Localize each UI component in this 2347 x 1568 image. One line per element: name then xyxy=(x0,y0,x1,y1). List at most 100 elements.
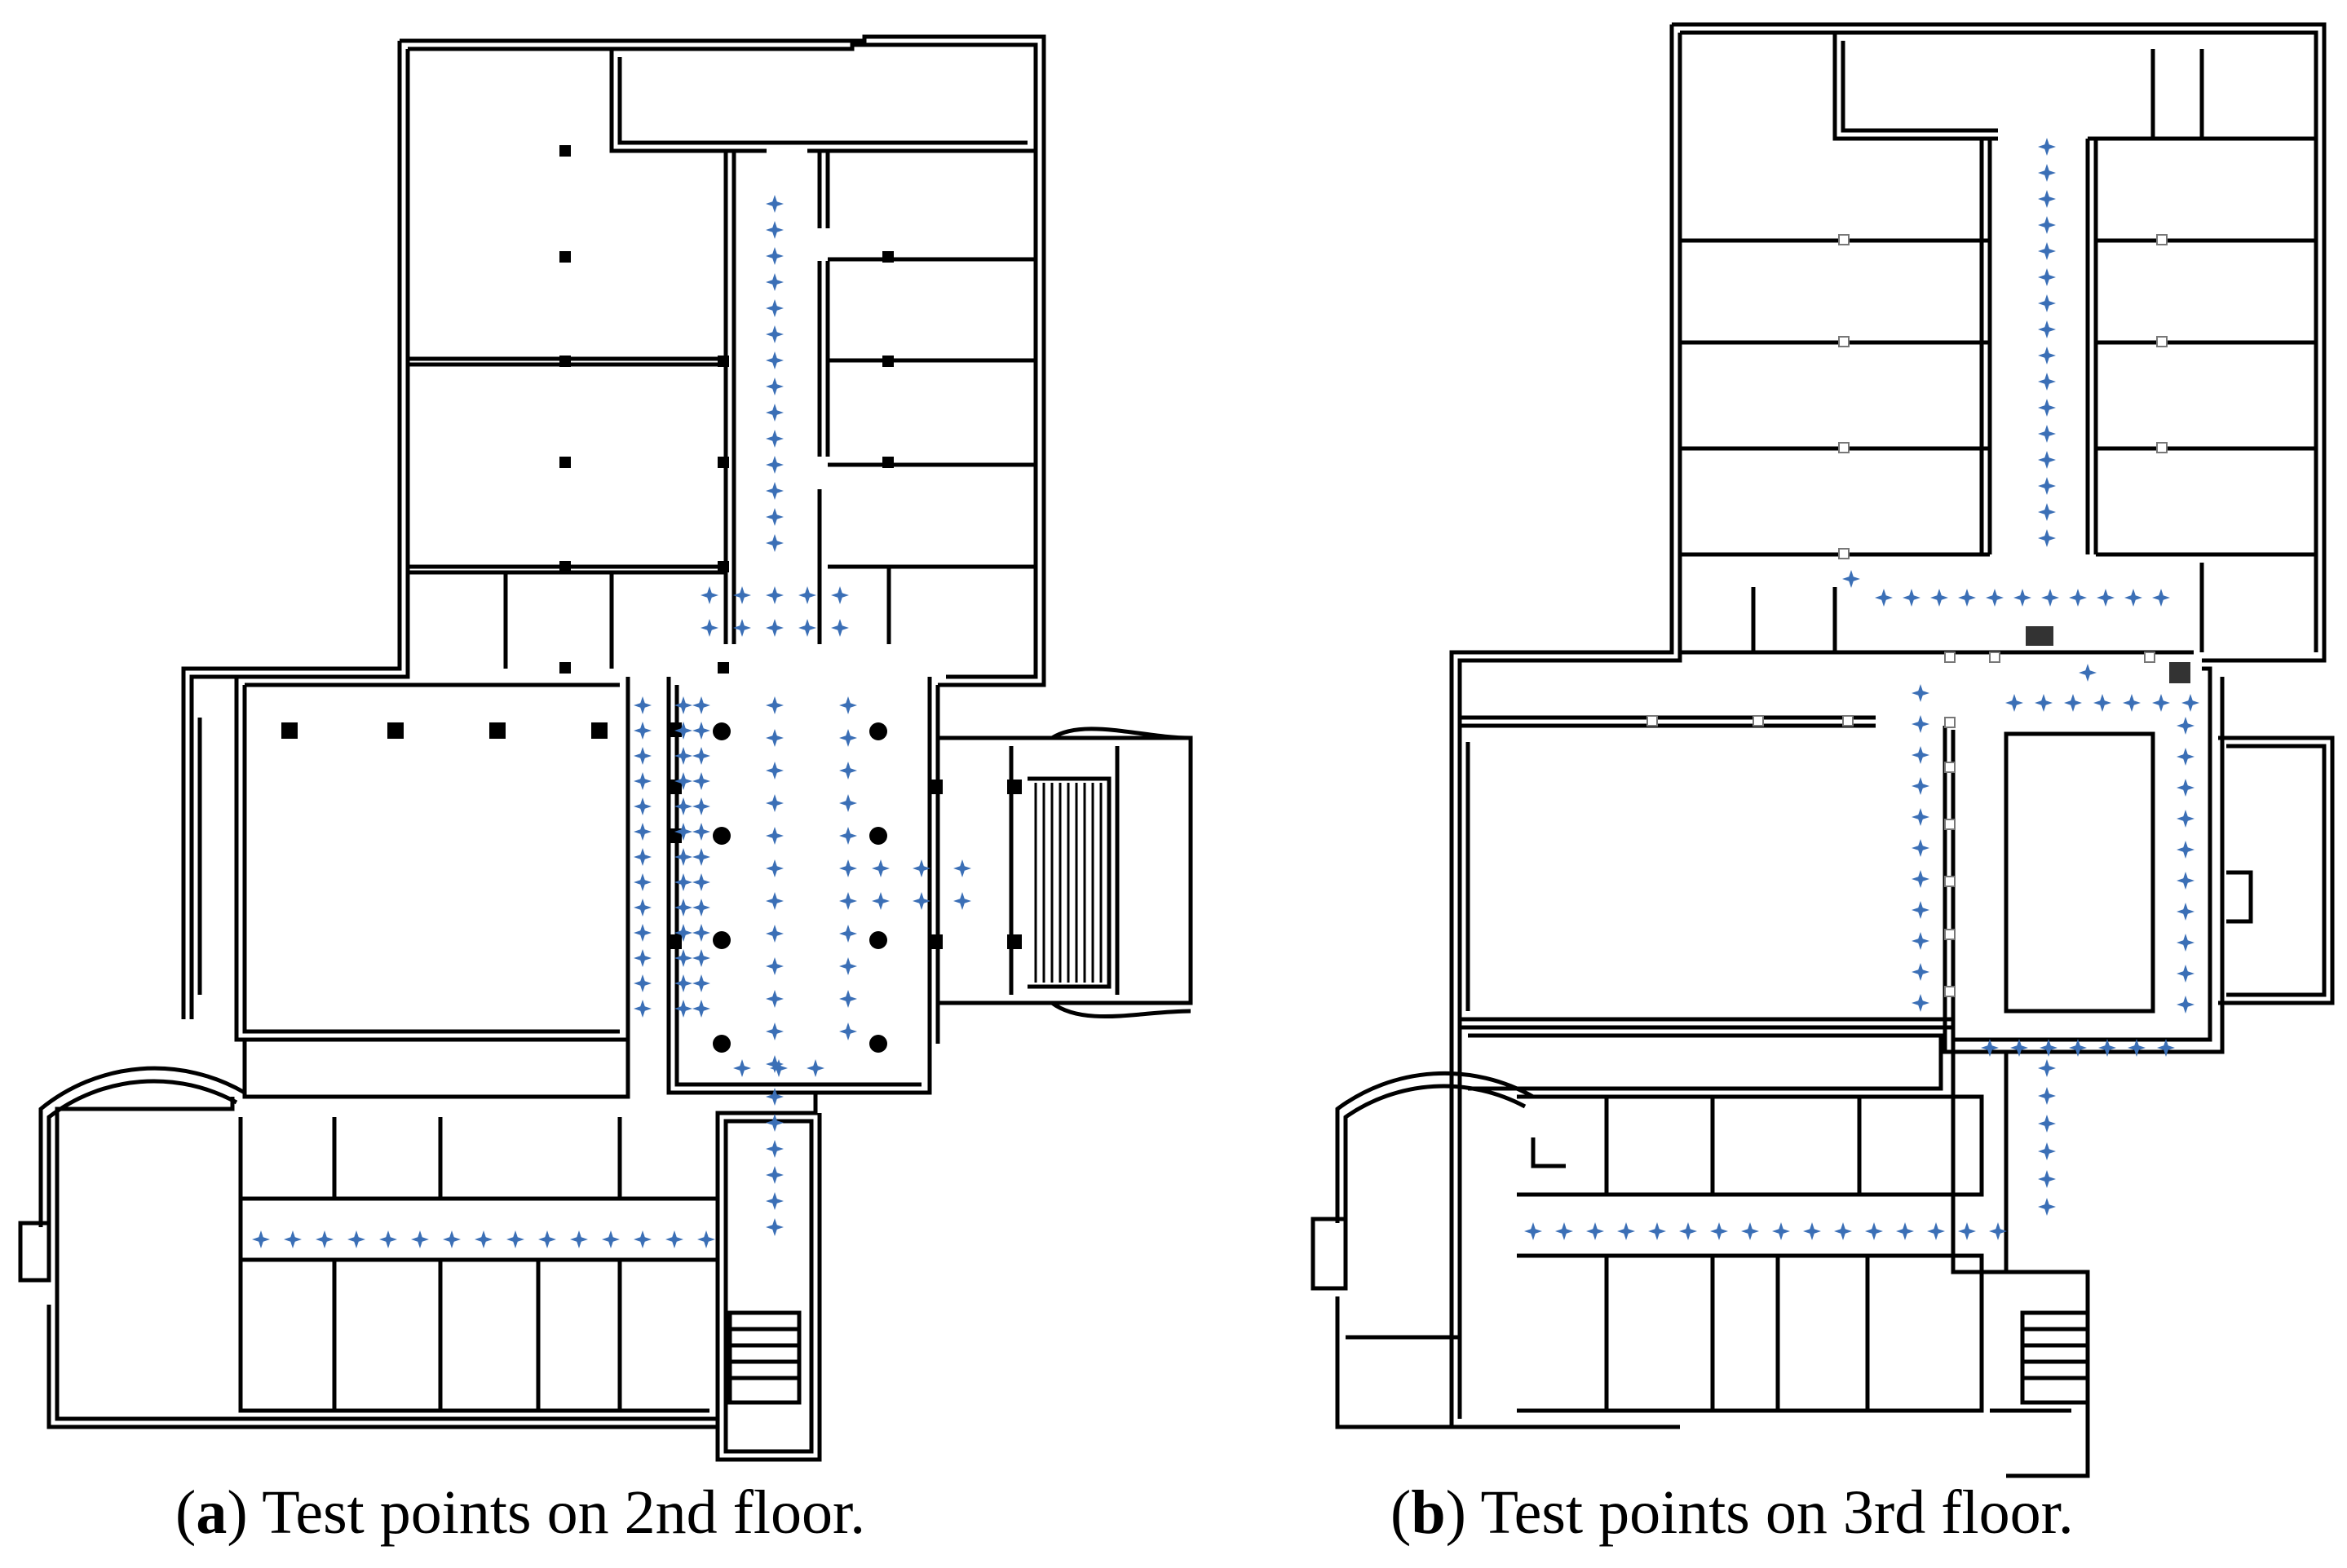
test-point-icon xyxy=(2038,1115,2056,1133)
test-point-icon xyxy=(1834,1222,1852,1240)
test-point-icon xyxy=(692,873,710,891)
test-point-icon xyxy=(692,722,710,740)
test-point-icon xyxy=(692,797,710,815)
test-point-icon xyxy=(570,1230,588,1248)
test-point-icon xyxy=(766,404,784,422)
test-point-icon xyxy=(2038,320,2056,338)
test-point-icon xyxy=(2093,694,2111,712)
test-point-icon xyxy=(2038,477,2056,495)
test-point-icon xyxy=(839,794,857,812)
test-point-icon xyxy=(2177,779,2195,797)
test-point-icon xyxy=(1912,963,1929,981)
test-point-icon xyxy=(2038,1087,2056,1105)
floor-plan-3rd xyxy=(1311,22,2335,1478)
test-point-icon xyxy=(2038,294,2056,312)
test-point-icon xyxy=(1865,1222,1883,1240)
test-points-3rd-floor xyxy=(1524,138,2199,1240)
test-point-icon xyxy=(2038,1142,2056,1160)
test-point-icon xyxy=(1679,1222,1697,1240)
test-point-icon xyxy=(284,1230,302,1248)
test-point-icon xyxy=(766,619,784,637)
test-point-icon xyxy=(839,957,857,975)
test-point-icon xyxy=(2041,589,2059,607)
test-point-icon xyxy=(634,899,652,917)
caption-3rd-floor: (b) Test points on 3rd floor. xyxy=(1390,1478,2074,1547)
test-point-icon xyxy=(766,892,784,910)
test-point-icon xyxy=(2177,841,2195,859)
test-point-icon xyxy=(701,586,718,604)
test-point-icon xyxy=(1912,839,1929,857)
test-point-icon xyxy=(766,1140,784,1158)
test-point-icon xyxy=(692,974,710,992)
test-point-icon xyxy=(766,1166,784,1184)
test-point-icon xyxy=(1912,746,1929,764)
test-point-icon xyxy=(665,1230,683,1248)
test-point-icon xyxy=(1912,777,1929,795)
test-point-icon xyxy=(1958,1222,1976,1240)
test-point-icon xyxy=(2097,589,2115,607)
test-point-icon xyxy=(1986,589,2004,607)
test-point-icon xyxy=(2038,425,2056,443)
test-point-icon xyxy=(831,586,849,604)
caption-text: Test points on 3rd floor. xyxy=(1480,1478,2074,1547)
test-point-icon xyxy=(347,1230,365,1248)
test-point-icon xyxy=(1927,1222,1945,1240)
caption-text: Test points on 2nd floor. xyxy=(262,1478,866,1547)
test-point-icon xyxy=(2038,1059,2056,1077)
test-point-icon xyxy=(2038,451,2056,469)
test-point-icon xyxy=(766,990,784,1008)
test-point-icon xyxy=(2038,190,2056,208)
test-point-icon xyxy=(766,325,784,343)
test-point-icon xyxy=(766,456,784,474)
test-point-icon xyxy=(953,892,971,910)
test-point-icon xyxy=(766,534,784,552)
test-point-icon xyxy=(1912,994,1929,1012)
test-point-icon xyxy=(1842,570,1860,588)
test-point-icon xyxy=(2038,347,2056,364)
test-point-icon xyxy=(692,696,710,714)
test-point-icon xyxy=(766,1192,784,1210)
test-point-icon xyxy=(2035,694,2053,712)
test-point-icon xyxy=(2013,589,2031,607)
test-point-icon xyxy=(692,823,710,841)
test-point-icon xyxy=(634,924,652,942)
test-point-icon xyxy=(602,1230,620,1248)
test-point-icon xyxy=(316,1230,334,1248)
test-point-icon xyxy=(634,772,652,790)
test-point-icon xyxy=(766,482,784,500)
test-point-icon xyxy=(798,586,816,604)
test-point-icon xyxy=(766,827,784,845)
test-point-icon xyxy=(2038,216,2056,234)
test-point-icon xyxy=(692,848,710,866)
test-point-icon xyxy=(1524,1222,1542,1240)
test-point-icon xyxy=(766,762,784,780)
test-point-icon xyxy=(766,221,784,239)
test-point-icon xyxy=(634,823,652,841)
test-point-icon xyxy=(634,974,652,992)
test-point-icon xyxy=(807,1059,824,1077)
test-point-icon xyxy=(1586,1222,1604,1240)
test-point-icon xyxy=(1930,589,1948,607)
test-point-icon xyxy=(1912,870,1929,888)
test-point-icon xyxy=(2152,589,2170,607)
test-point-icon xyxy=(2152,694,2170,712)
caption-letter: a xyxy=(196,1478,228,1547)
test-point-icon xyxy=(766,696,784,714)
test-point-icon xyxy=(379,1230,397,1248)
test-point-icon xyxy=(798,619,816,637)
test-point-icon xyxy=(839,827,857,845)
test-point-icon xyxy=(692,747,710,765)
test-point-icon xyxy=(692,772,710,790)
test-point-icon xyxy=(634,747,652,765)
test-point-icon xyxy=(2038,1198,2056,1216)
test-point-icon xyxy=(766,430,784,448)
test-point-icon xyxy=(2038,164,2056,182)
test-point-icon xyxy=(766,586,784,604)
test-point-icon xyxy=(1958,589,1976,607)
test-point-icon xyxy=(839,762,857,780)
test-point-icon xyxy=(1912,684,1929,702)
test-point-icon xyxy=(2123,694,2141,712)
test-point-icon xyxy=(634,797,652,815)
test-point-icon xyxy=(766,247,784,265)
